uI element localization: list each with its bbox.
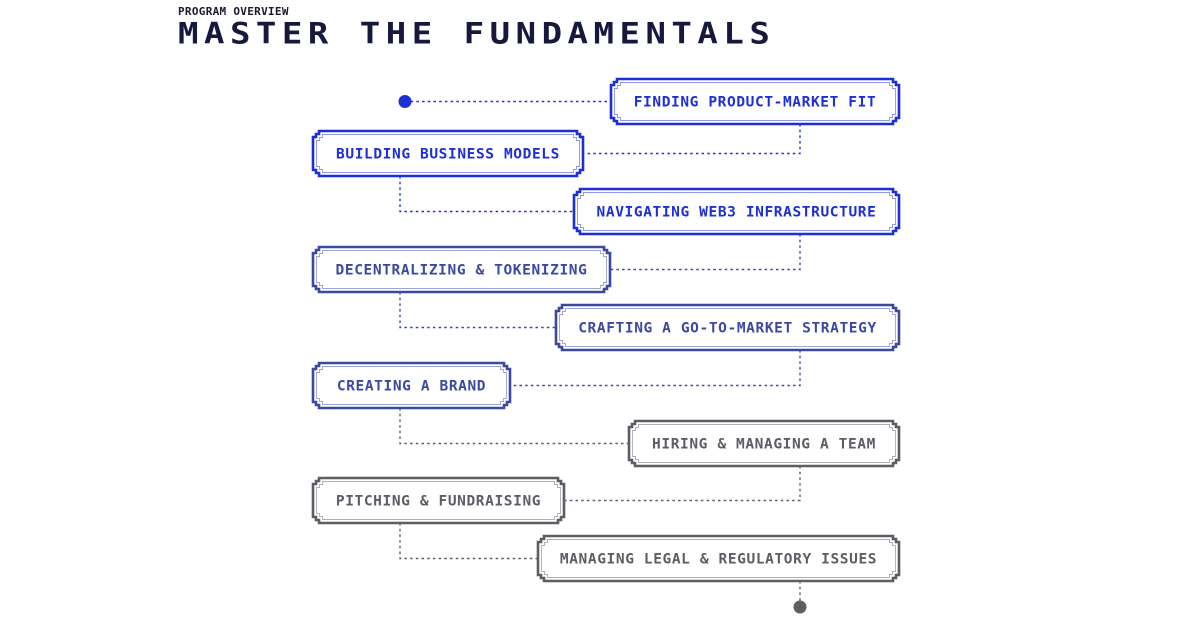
step-label: FINDING PRODUCT-MARKET FIT	[634, 95, 877, 111]
step-node: NAVIGATING WEB3 INFRASTRUCTURE	[572, 187, 901, 236]
step-label: NAVIGATING WEB3 INFRASTRUCTURE	[597, 205, 877, 221]
connector-3	[610, 234, 801, 271]
step-node: FINDING PRODUCT-MARKET FIT	[609, 77, 901, 126]
step-box	[572, 187, 901, 236]
connector-7	[564, 466, 801, 502]
step-box	[627, 419, 901, 468]
step-box	[311, 129, 585, 178]
step-box	[609, 77, 901, 126]
end-dot	[793, 600, 807, 614]
step-label: DECENTRALIZING & TOKENIZING	[336, 263, 588, 279]
step-node: PITCHING & FUNDRAISING	[311, 476, 566, 525]
step-box-inner	[614, 82, 896, 121]
step-box	[311, 476, 566, 525]
step-label: BUILDING BUSINESS MODELS	[336, 147, 560, 163]
step-node: HIRING & MANAGING A TEAM	[627, 419, 901, 468]
connector-layer	[398, 95, 807, 614]
step-node: BUILDING BUSINESS MODELS	[311, 129, 585, 178]
step-box-inner	[559, 308, 896, 347]
step-label: MANAGING LEGAL & REGULATORY ISSUES	[560, 552, 877, 568]
step-node: DECENTRALIZING & TOKENIZING	[311, 245, 612, 294]
connector-1	[583, 124, 801, 155]
step-box-inner	[541, 539, 896, 578]
step-node: CRAFTING A GO-TO-MARKET STRATEGY	[554, 303, 901, 352]
step-box-inner	[316, 250, 607, 289]
step-label: PITCHING & FUNDRAISING	[336, 494, 541, 510]
connector-8	[399, 523, 538, 560]
step-box-inner	[316, 134, 580, 173]
step-node: CREATING A BRAND	[311, 361, 512, 410]
step-label: CREATING A BRAND	[337, 379, 486, 395]
step-box	[554, 303, 901, 352]
start-dot	[398, 95, 412, 108]
step-label: HIRING & MANAGING A TEAM	[652, 437, 876, 453]
step-box	[536, 534, 901, 583]
step-box-inner	[316, 366, 507, 405]
connector-4	[399, 292, 556, 329]
step-box	[311, 361, 512, 410]
step-box	[311, 245, 612, 294]
step-node: MANAGING LEGAL & REGULATORY ISSUES	[536, 534, 901, 583]
connector-6	[399, 408, 629, 445]
node-layer: FINDING PRODUCT-MARKET FIT BUILDING BUSIN…	[311, 77, 901, 583]
section-eyebrow: PROGRAM OVERVIEW	[178, 5, 289, 18]
connector-5	[510, 350, 801, 387]
step-label: CRAFTING A GO-TO-MARKET STRATEGY	[578, 321, 877, 337]
page-title: MASTER THE FUNDAMENTALS	[178, 17, 776, 52]
step-box-inner	[577, 192, 896, 231]
step-box-inner	[632, 424, 896, 463]
connector-2	[399, 176, 574, 213]
step-box-inner	[316, 481, 561, 520]
